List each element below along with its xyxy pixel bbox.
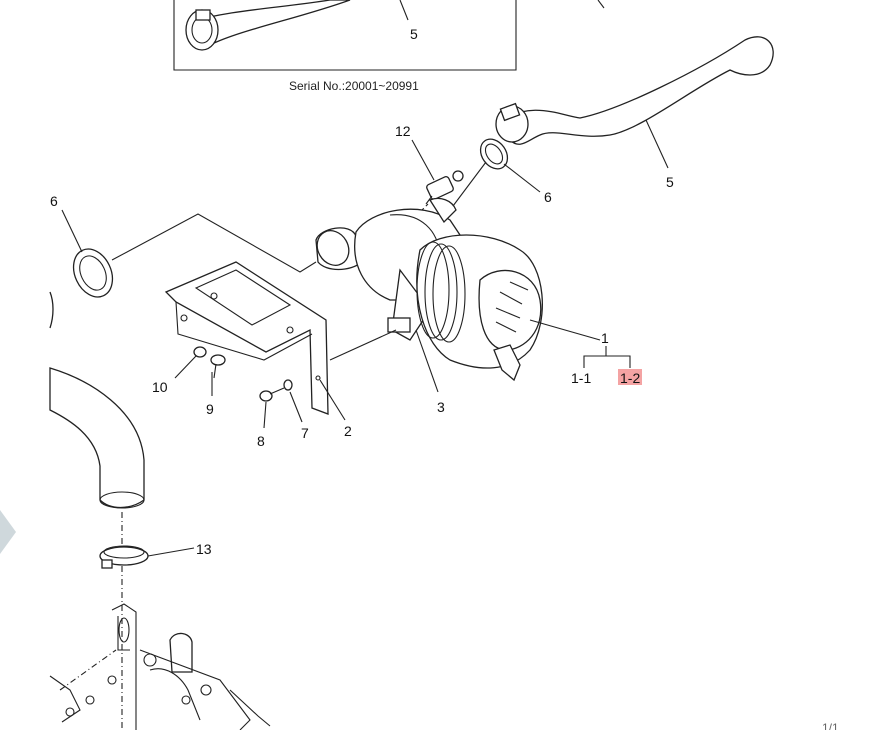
- restriction-indicator: [425, 170, 464, 205]
- callout-5[interactable]: 5: [666, 174, 674, 190]
- callout-6[interactable]: 6: [544, 189, 552, 205]
- callout-7[interactable]: 7: [301, 425, 309, 441]
- callout-8[interactable]: 8: [257, 433, 265, 449]
- callout-3[interactable]: 3: [437, 399, 445, 415]
- clamp-right: [479, 138, 509, 170]
- inset-hose: [185, 0, 351, 51]
- callout-9[interactable]: 9: [206, 401, 214, 417]
- callout-12[interactable]: 12: [395, 123, 411, 139]
- callout-1[interactable]: 1: [601, 330, 609, 346]
- air-cleaner: [315, 197, 543, 382]
- engine-block: [49, 603, 271, 730]
- highlight-1-2[interactable]: [618, 369, 642, 385]
- serial-inset: 5: [173, 0, 605, 71]
- mounting-bracket: [164, 261, 329, 415]
- chevron-right-icon[interactable]: [0, 510, 16, 554]
- callout-10[interactable]: 10: [152, 379, 168, 395]
- hardware: [193, 346, 293, 402]
- callout-1-2[interactable]: 1-2: [620, 370, 640, 386]
- lower-hose: [49, 367, 145, 509]
- clamp-left: [72, 248, 114, 298]
- callout-2[interactable]: 2: [344, 423, 352, 439]
- callout-6-left[interactable]: 6: [50, 193, 58, 209]
- page-indicator: 1/1: [822, 721, 839, 730]
- callout-5-inset[interactable]: 5: [410, 26, 418, 42]
- dust-cup-vanes: [495, 281, 529, 333]
- callout-13[interactable]: 13: [196, 541, 212, 557]
- serial-note: Serial No.:20001~20991: [289, 79, 419, 93]
- upper-hose: [495, 36, 774, 145]
- callout-1-1[interactable]: 1-1: [571, 370, 591, 386]
- clamp-lower: [99, 545, 149, 569]
